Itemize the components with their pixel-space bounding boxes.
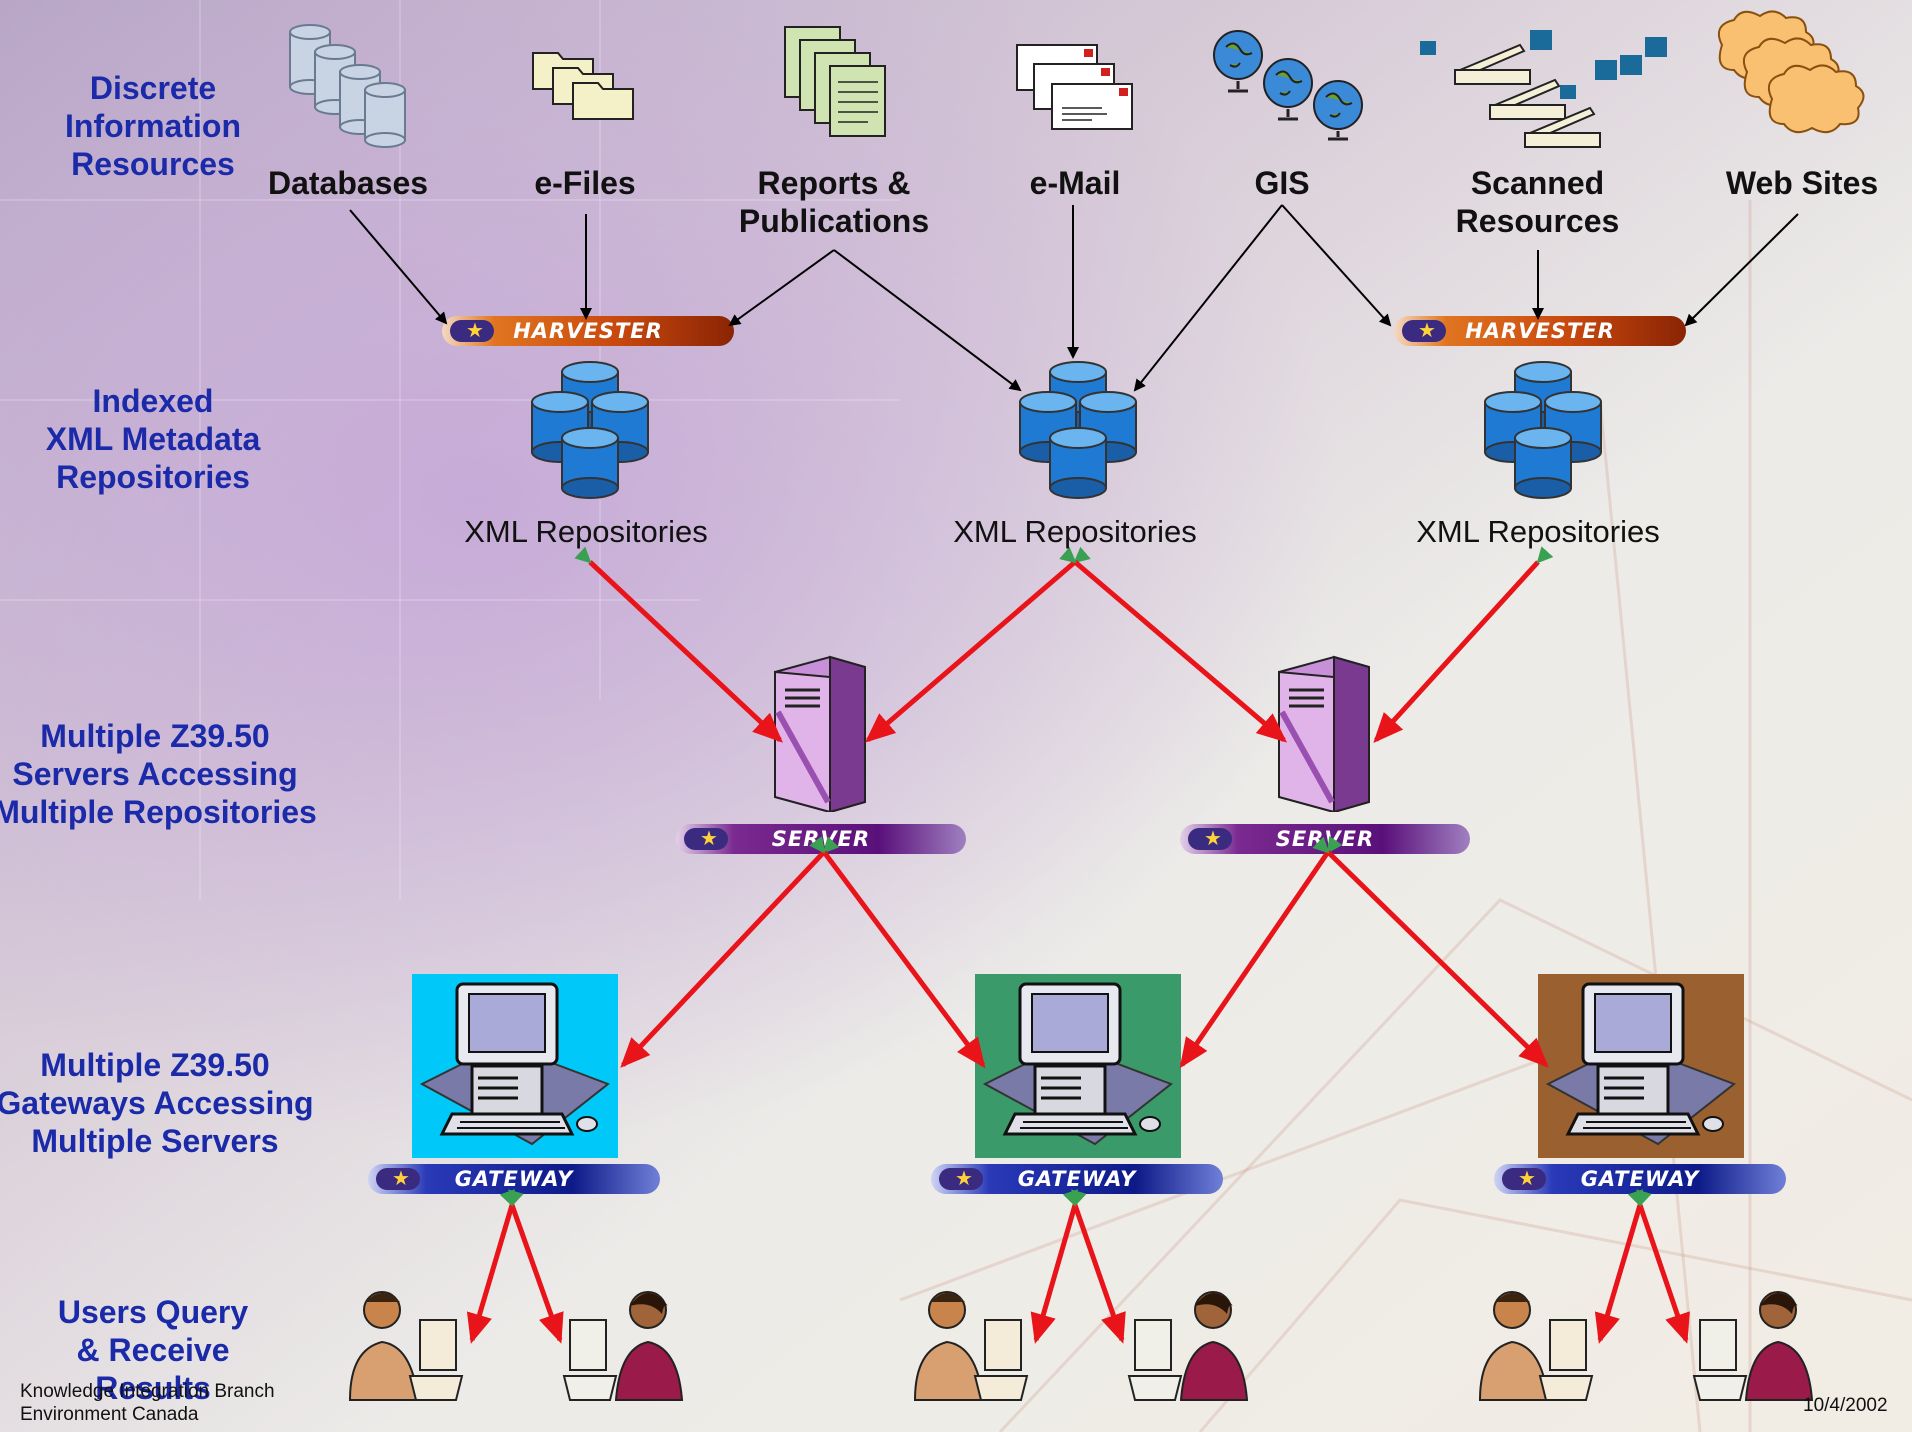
label-email: e-Mail	[1029, 165, 1121, 201]
isite-logo-icon	[1402, 318, 1446, 343]
user-woman-at-computer-icon	[1692, 1291, 1814, 1401]
user-woman-at-computer-icon	[1127, 1291, 1249, 1401]
gateway-banner: GATEWAY	[931, 1164, 1223, 1194]
harvester-banner-right: HARVESTER	[1394, 316, 1686, 346]
label-xml-repositories-1: XML Repositories	[464, 514, 708, 549]
gateway-banner: GATEWAY	[368, 1164, 660, 1194]
harvester-label: HARVESTER	[513, 319, 663, 343]
efiles-folder-icon	[532, 52, 634, 120]
websites-clouds-icon	[1718, 10, 1865, 134]
footer-organization: Knowledge Integration Branch Environment…	[20, 1380, 275, 1426]
label-reports-publications: Reports & Publications	[738, 165, 930, 239]
label-indexed-repositories: Indexed XML Metadata Repositories	[45, 383, 261, 495]
label-databases: Databases	[267, 165, 429, 201]
user-woman-at-computer-icon	[562, 1291, 684, 1401]
footer-date: 10/4/2002	[1803, 1395, 1888, 1416]
gateway-label: GATEWAY	[1017, 1167, 1137, 1191]
gateway-label: GATEWAY	[454, 1167, 574, 1191]
gateway-banner: GATEWAY	[1494, 1164, 1786, 1194]
xml-repository-cylinders-icon	[1484, 361, 1602, 499]
reports-documents-icon	[784, 26, 886, 137]
label-z3950-gateways: Multiple Z39.50 Gateways Accessing Multi…	[0, 1047, 314, 1159]
server-banner-left: SERVER	[676, 824, 966, 854]
footer-org-line2: Environment Canada	[20, 1404, 199, 1425]
databases-icon	[289, 24, 406, 148]
gateway-computer-icon	[412, 974, 618, 1158]
gateway-label: GATEWAY	[1580, 1167, 1700, 1191]
user-man-at-computer-icon	[1478, 1291, 1594, 1401]
xml-repository-cylinders-icon	[531, 361, 649, 499]
label-xml-repositories-3: XML Repositories	[1416, 514, 1660, 549]
server-label: SERVER	[771, 827, 871, 851]
footer-org-line1: Knowledge Integration Branch	[20, 1381, 275, 1402]
isite-logo-icon	[376, 1166, 420, 1191]
label-users-query: Users Query & Receive Results	[57, 1294, 249, 1406]
server-tower-icon	[774, 655, 866, 812]
label-gis: GIS	[1254, 165, 1310, 201]
server-tower-icon	[1278, 655, 1370, 812]
user-man-at-computer-icon	[913, 1291, 1029, 1401]
harvester-banner-left: HARVESTER	[442, 316, 734, 346]
scanners-icon	[1420, 30, 1667, 148]
harvester-label: HARVESTER	[1465, 319, 1615, 343]
gateway-computer-icon	[1538, 974, 1744, 1158]
label-xml-repositories-2: XML Repositories	[953, 514, 1197, 549]
label-websites: Web Sites	[1725, 165, 1879, 201]
label-scanned-resources: Scanned Resources	[1455, 165, 1620, 239]
server-banner-right: SERVER	[1180, 824, 1470, 854]
xml-repository-cylinders-icon	[1019, 361, 1137, 499]
gateway-computer-icon	[975, 974, 1181, 1158]
server-label: SERVER	[1275, 827, 1375, 851]
isite-logo-icon	[450, 318, 494, 343]
isite-logo-icon	[939, 1166, 983, 1191]
user-man-at-computer-icon	[348, 1291, 464, 1401]
isite-logo-icon	[1502, 1166, 1546, 1191]
label-efiles: e-Files	[534, 165, 636, 201]
label-discrete-resources: Discrete Information Resources	[65, 70, 241, 182]
email-envelopes-icon	[1016, 44, 1133, 130]
gis-globes-icon	[1213, 30, 1363, 141]
label-z3950-servers: Multiple Z39.50 Servers Accessing Multip…	[0, 718, 317, 830]
